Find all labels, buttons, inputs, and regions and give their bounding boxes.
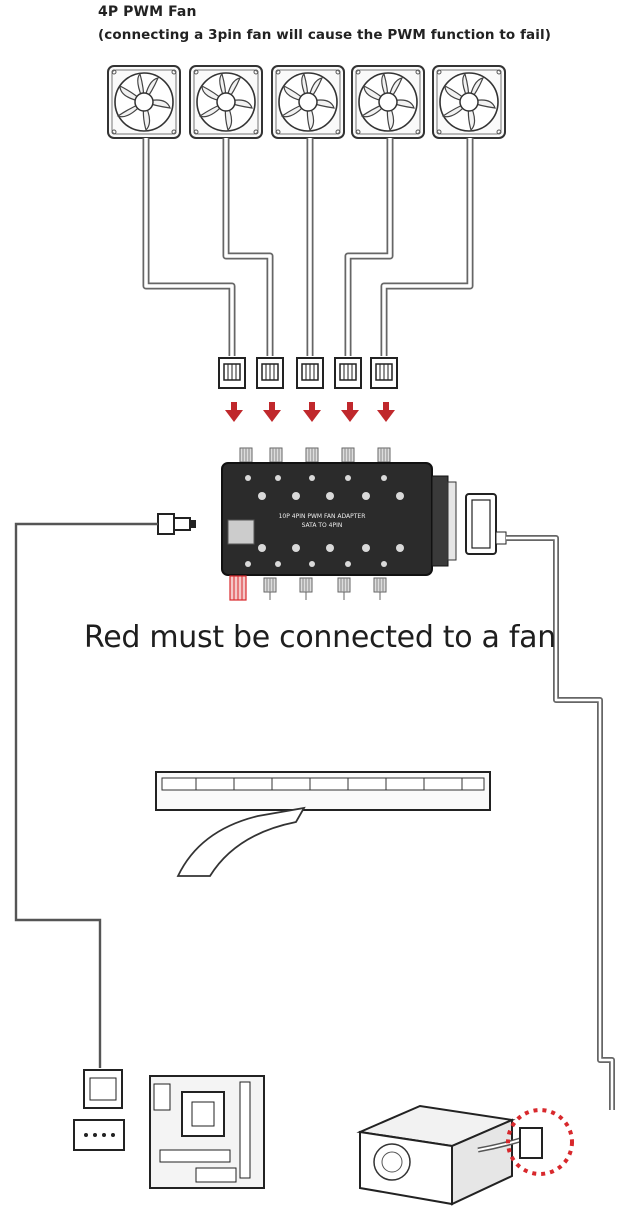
- hub-board-text-2: SATA TO 4PIN: [302, 522, 343, 529]
- hub-top-pins: [239, 447, 391, 463]
- down-arrow-icon: [303, 402, 321, 422]
- fan-plug: [296, 357, 324, 389]
- fan-cables: [142, 138, 474, 356]
- down-arrow-icon: [341, 402, 359, 422]
- pwm-lead-plug: [157, 513, 196, 535]
- down-arrow-icon: [263, 402, 281, 422]
- motherboard-cable: [14, 522, 158, 1068]
- fan-icon: [107, 65, 181, 139]
- motherboard-icon: [149, 1075, 265, 1189]
- ribbon-cable-icon: [155, 771, 491, 877]
- hub-bottom-pins: [229, 575, 387, 601]
- notice-text: Red must be connected to a fan: [84, 620, 556, 655]
- fan-icon: [351, 65, 425, 139]
- down-arrow-icon: [377, 402, 395, 422]
- diagram-title: 4P PWM Fan: [98, 4, 197, 20]
- fan-header-icon: [73, 1069, 125, 1151]
- fan-icon: [189, 65, 263, 139]
- psu-icon: [356, 1104, 574, 1206]
- fan-icon: [432, 65, 506, 139]
- fan-plug: [334, 357, 362, 389]
- fan-plug: [256, 357, 284, 389]
- psu-highlight-circle: [506, 1108, 574, 1176]
- fan-hub-board: 10P 4PIN PWM FAN ADAPTER SATA TO 4PIN: [221, 462, 457, 576]
- fan-icon: [271, 65, 345, 139]
- diagram-subtitle: (connecting a 3pin fan will cause the PW…: [98, 27, 551, 43]
- down-arrow-icon: [225, 402, 243, 422]
- fan-plug: [370, 357, 398, 389]
- sata-connector-icon: [465, 493, 507, 555]
- fan-plug: [218, 357, 246, 389]
- hub-board-text-1: 10P 4PIN PWM FAN ADAPTER: [279, 513, 366, 520]
